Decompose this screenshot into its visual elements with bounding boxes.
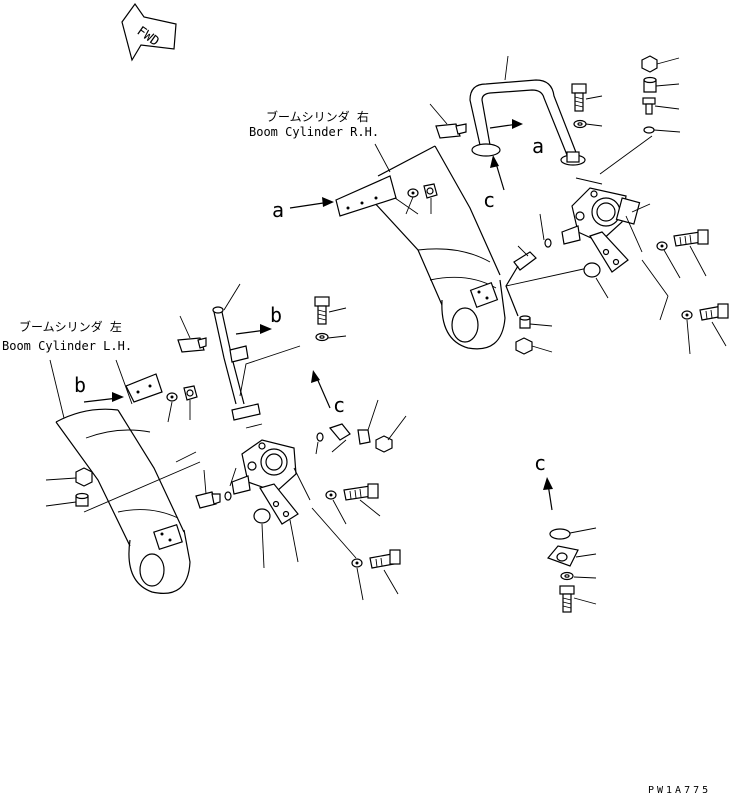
boom-cylinder-lh [49,359,191,594]
bolt-rh-low [699,303,729,321]
clamp-plate [546,545,579,567]
boom-cylinder-lh-label-en: Boom Cylinder L.H. [2,339,132,353]
bolt-lh-low [369,549,401,569]
bolt-lh-top [314,296,330,325]
drawing-code: PW1A775 [648,785,711,796]
bolt-detail-c [559,585,575,613]
ref-a-bracket: a [272,198,284,222]
ref-c-detail: c [534,451,546,475]
bolt-rh-top [571,83,587,112]
pipe-lh [212,306,261,421]
ref-a-pipe: a [532,134,544,158]
bolt-rh-mid [673,229,709,247]
boom-cylinder-rh-label-en: Boom Cylinder R.H. [249,125,379,139]
valve-block-rh [561,187,643,273]
ref-b-pipe: b [270,303,282,327]
ref-b-bracket: b [74,373,86,397]
valve-block-lh [231,439,311,525]
boom-cylinder-rh-label-jp: ブームシリンダ 右 [266,109,369,124]
ref-c-lh: c [333,393,345,417]
ref-c-pipe: c [483,188,495,212]
pipe-rh [469,79,586,166]
fwd-label: FWD [134,24,162,50]
boom-cylinder-lh-label-jp: ブームシリンダ 左 [19,319,122,334]
bolt-lh-mid [343,483,379,501]
boom-cylinder-rh [335,145,506,350]
fwd-arrow-marker: FWD [121,2,177,62]
